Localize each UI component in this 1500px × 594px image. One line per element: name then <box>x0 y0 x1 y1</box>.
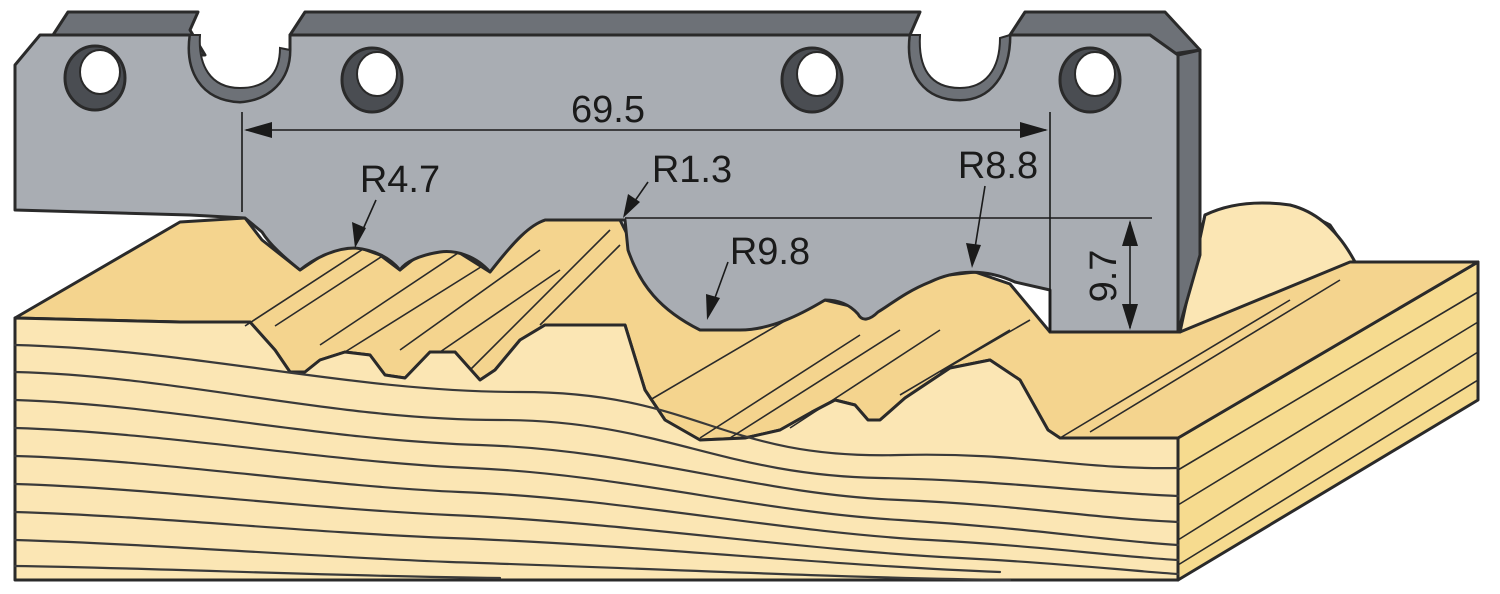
mounting-hole-1 <box>63 44 127 112</box>
wood-front-face <box>13 316 1180 582</box>
width-label: 69.5 <box>571 89 645 131</box>
radius-label-r4-7: R4.7 <box>360 159 440 201</box>
wood-grain-front <box>13 343 1180 582</box>
r98-arrow <box>706 294 720 320</box>
r88-leader <box>973 185 986 255</box>
wood-workpiece <box>13 201 1480 582</box>
wood-right-bead <box>1178 201 1357 334</box>
r13-arrow <box>623 194 640 218</box>
height-arrow-top <box>1122 220 1138 246</box>
width-arrow-left <box>244 122 272 138</box>
height-label: 9.7 <box>1083 250 1125 303</box>
mounting-hole-2 <box>340 46 404 114</box>
dimension-lines <box>241 112 1152 332</box>
mounting-hole-3 <box>780 46 844 114</box>
radius-label-r1-3: R1.3 <box>652 149 732 191</box>
r47-arrow <box>352 222 366 248</box>
dimension-labels: 69.5 R4.7 R1.3 R9.8 R8.8 9.7 <box>360 89 1125 302</box>
blade-scallop-left <box>188 34 292 104</box>
r88-arrow <box>966 243 981 268</box>
blade-edge-top-2 <box>288 10 922 37</box>
mounting-hole-4 <box>1058 46 1122 114</box>
width-arrow-right <box>1020 122 1048 138</box>
radius-label-r9-8: R9.8 <box>730 231 810 273</box>
radius-label-r8-8: R8.8 <box>958 145 1038 187</box>
wood-end-layers <box>1177 291 1479 566</box>
blade-scallop-right <box>908 33 1012 102</box>
blade-holes <box>63 44 1122 114</box>
cutter-blade <box>13 10 1202 334</box>
height-arrow-bottom <box>1122 304 1138 330</box>
